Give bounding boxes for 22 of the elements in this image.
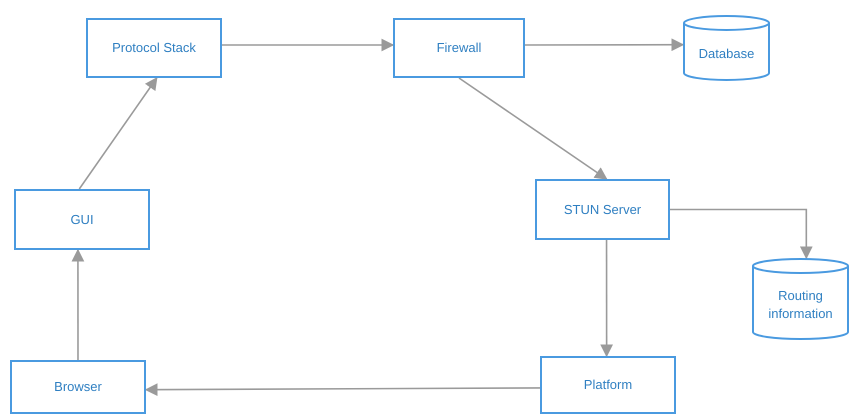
node-label: Platform — [584, 376, 632, 394]
process-box — [535, 179, 670, 240]
process-box — [14, 189, 150, 250]
process-box — [86, 18, 222, 78]
arrow — [222, 38, 394, 52]
node-label: Browser — [54, 378, 102, 396]
node-label: Protocol Stack — [112, 39, 196, 57]
arrow — [144, 383, 540, 396]
arrow — [72, 248, 84, 360]
process-box — [10, 360, 146, 414]
arrow — [458, 77, 608, 180]
arrow — [670, 208, 813, 260]
node-label: STUN Server — [564, 200, 642, 218]
process-box — [540, 356, 676, 414]
node-label: Database — [698, 45, 756, 63]
process-box — [393, 18, 525, 78]
arrow — [525, 38, 684, 52]
node-label: Firewall — [436, 39, 482, 57]
arrow — [78, 76, 158, 190]
node-label: GUI — [70, 210, 94, 228]
arrow — [600, 240, 614, 358]
node-label: Routing information — [767, 287, 834, 323]
